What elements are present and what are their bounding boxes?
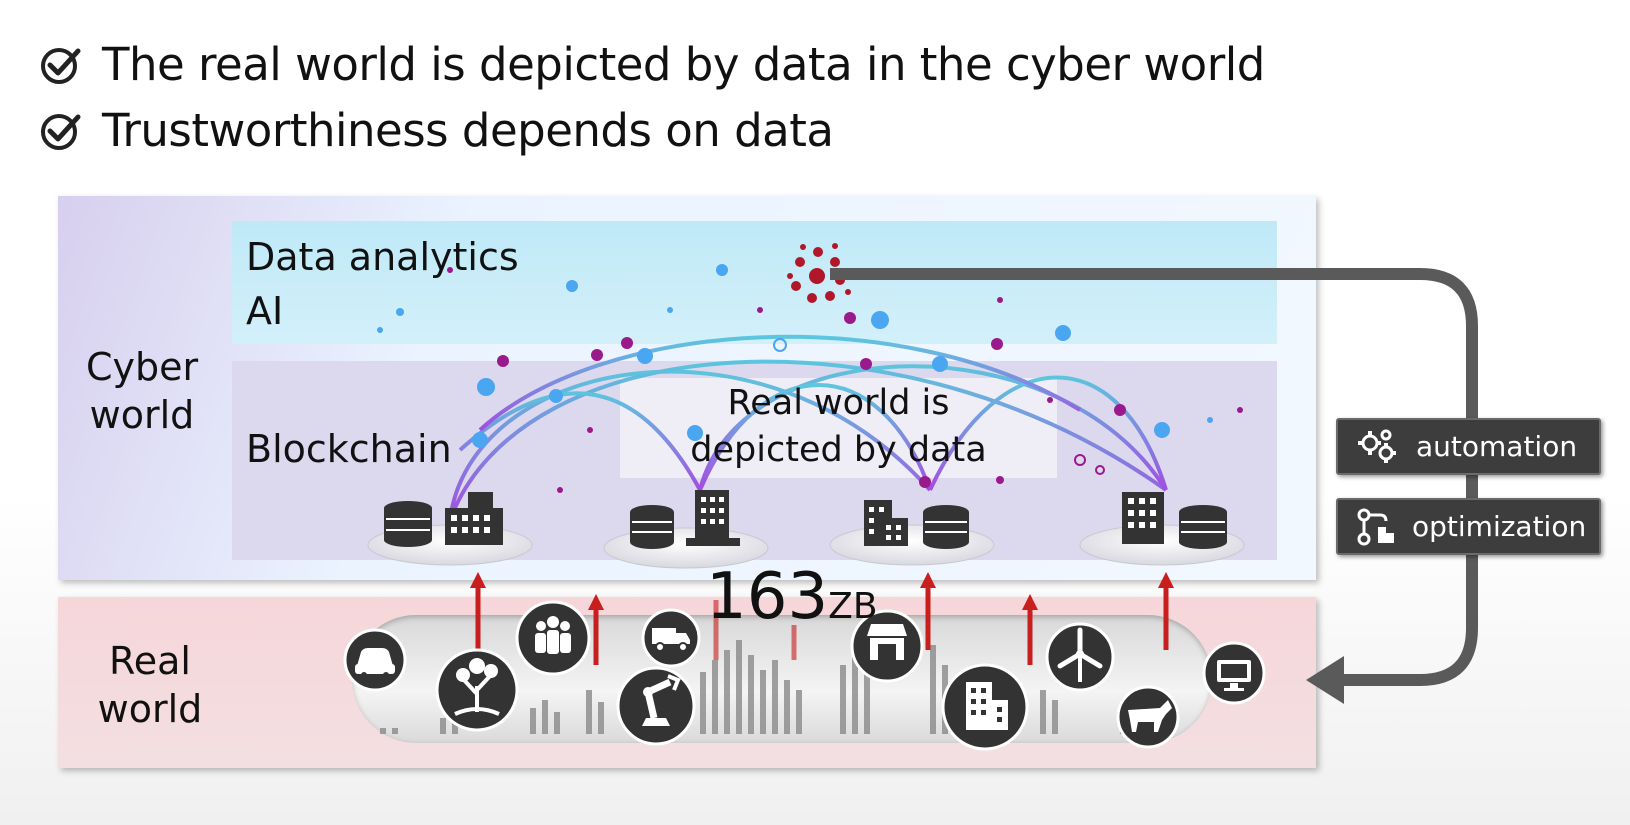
- data-skyline: [380, 640, 1138, 734]
- data-arcs: [448, 334, 1168, 521]
- real-world-label: Real world: [95, 637, 205, 733]
- automation-label: automation: [1416, 430, 1578, 463]
- optimization-badge: optimization: [1336, 498, 1601, 555]
- people-icon: [515, 600, 591, 676]
- data-volume-number: 163: [706, 560, 829, 634]
- headline-text-1: The real world is depicted by data in th…: [102, 38, 1265, 91]
- automation-badge: automation: [1336, 418, 1601, 475]
- headline-text-2: Trustworthiness depends on data: [102, 104, 834, 157]
- store-icon: [850, 609, 924, 683]
- tree-icon: [435, 648, 519, 732]
- robot-arm-icon: [616, 666, 696, 746]
- blockchain-node-3: [829, 500, 995, 566]
- cyber-world-label-line1: Cyber: [86, 345, 199, 389]
- checkmark-circle-icon: [41, 47, 81, 84]
- cyber-world-label: Cyber world: [86, 343, 198, 439]
- cyber-world-label-line2: world: [89, 393, 195, 437]
- feedback-arrowhead: [1306, 656, 1344, 704]
- headline-real-world-depicted: The real world is depicted by data in th…: [38, 38, 1265, 91]
- gears-icon: [1358, 429, 1396, 463]
- data-volume-unit: ZB: [828, 586, 878, 627]
- data-analytics-label: Data analytics: [246, 235, 519, 279]
- blockchain-node-4: [1079, 492, 1245, 566]
- data-volume-label: 163ZB: [706, 562, 878, 642]
- cow-icon: [1116, 685, 1180, 749]
- ai-label: AI: [246, 289, 284, 333]
- car-icon: [343, 628, 407, 692]
- depicted-callout-text: Real world is depicted by data: [620, 380, 1057, 474]
- data-particles: [377, 264, 1243, 493]
- blockchain-label: Blockchain: [246, 427, 452, 471]
- optimization-label: optimization: [1412, 510, 1587, 543]
- wind-turbine-icon: [1045, 622, 1115, 692]
- upload-arrows: [470, 572, 1174, 665]
- optimization-route-icon: [1357, 508, 1394, 545]
- real-world-label-line1: Real: [109, 639, 191, 683]
- delivery-truck-icon: [641, 608, 701, 668]
- headline-trustworthiness: Trustworthiness depends on data: [38, 104, 834, 157]
- blockchain-node-1: [367, 492, 533, 566]
- depicted-line1: Real world is: [727, 383, 950, 423]
- checkmark-circle-icon: [41, 113, 81, 150]
- feedback-loop-arrow: [830, 268, 1478, 686]
- blockchain-node-2: [603, 490, 769, 569]
- real-world-label-line2: world: [97, 687, 203, 731]
- depicted-line2: depicted by data: [690, 430, 987, 470]
- office-building-icon: [941, 663, 1029, 751]
- data-analytics-layer: [232, 221, 1277, 344]
- monitor-icon: [1202, 641, 1266, 705]
